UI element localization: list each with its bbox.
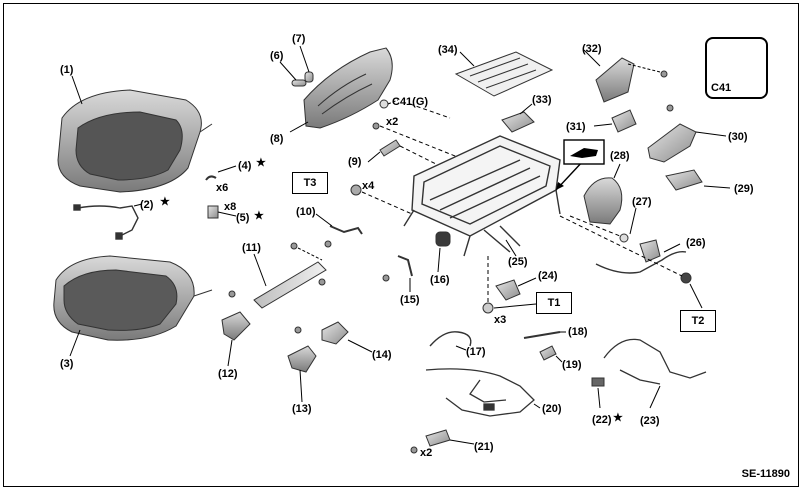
bracket-30-part [647, 123, 697, 163]
callout-10: (10) [296, 206, 316, 218]
knob-14-part [321, 321, 349, 345]
qty-x2-top: x2 [386, 116, 399, 128]
callout-2: (2) [140, 199, 154, 211]
harness-2-part [73, 204, 139, 240]
cover-12-part [221, 311, 251, 341]
torque-tag-t1: T1 [536, 292, 572, 314]
c41-inset-label: C41 [711, 82, 732, 94]
trim-29-part [665, 169, 703, 191]
callout-1: (1) [60, 64, 74, 76]
cover-31-part [611, 109, 637, 133]
callout-17: (17) [466, 346, 486, 358]
qty-x6: x6 [216, 182, 229, 194]
callout-3: (3) [60, 358, 74, 370]
block-22-part [591, 377, 605, 387]
qty-x8: x8 [224, 201, 237, 213]
tool-icon [570, 148, 598, 158]
callout-31: (31) [566, 121, 586, 133]
panel-32-part [595, 57, 635, 103]
harness-20-part [425, 368, 535, 417]
callout-21: (21) [474, 441, 494, 453]
callout-13: (13) [292, 403, 312, 415]
harness-17-part [429, 331, 472, 347]
callout-24: (24) [538, 270, 558, 282]
clip-c41g-part [379, 99, 389, 109]
callout-30: (30) [728, 131, 748, 143]
knob-6-part [291, 79, 307, 87]
harness-23-part [603, 338, 707, 385]
motor-24-part [495, 279, 521, 301]
callout-22: (22) [592, 414, 612, 426]
callout-32: (32) [582, 43, 602, 55]
callout-18: (18) [568, 326, 588, 338]
callout-33: (33) [532, 94, 552, 106]
callout-34: (34) [438, 44, 458, 56]
callout-20: (20) [542, 403, 562, 415]
buckle-26-part [595, 250, 687, 274]
callout-23: (23) [640, 415, 660, 427]
star-mark: ★ [160, 196, 170, 208]
bolt-t3-part [350, 184, 362, 196]
torque-tag-t2: T2 [680, 310, 716, 332]
torque-tag-t3: T3 [292, 172, 328, 194]
callout-25: (25) [508, 256, 528, 268]
rod-15-part [397, 255, 413, 277]
callout-14: (14) [372, 349, 392, 361]
callout-27: (27) [632, 196, 652, 208]
star-mark: ★ [613, 412, 623, 424]
diagram-frame [3, 3, 799, 487]
clip-4-part [205, 175, 217, 181]
callout-15: (15) [400, 294, 420, 306]
qty-x4: x4 [362, 180, 375, 192]
c41-clip-inset: C41 [705, 37, 768, 99]
callout-9: (9) [348, 156, 362, 168]
actuator-16-part [435, 231, 451, 247]
callout-6: (6) [270, 50, 284, 62]
clip-5-part [207, 205, 219, 219]
qty-x3: x3 [494, 314, 507, 326]
nut-t2-part [680, 272, 692, 284]
callout-29: (29) [734, 183, 754, 195]
callout-5: (5) [236, 212, 250, 224]
clip-27-part [619, 233, 629, 243]
nut-t1-part [482, 302, 494, 314]
callout-16: (16) [430, 274, 450, 286]
callout-19: (19) [562, 359, 582, 371]
diagram-code: SE-11890 [741, 468, 790, 480]
cover-13-part [287, 345, 317, 373]
qty-x2-bottom: x2 [420, 447, 433, 459]
seat-pad-part [53, 255, 213, 341]
callout-28: (28) [610, 150, 630, 162]
bracket-9-part [379, 139, 401, 157]
callout-11: (11) [242, 242, 261, 254]
callout-8: (8) [270, 133, 284, 145]
frame-34-part [454, 51, 554, 97]
clip-c41g-label: C41(G) [392, 96, 429, 108]
sensor-19-part [539, 345, 557, 361]
callout-7: (7) [292, 33, 306, 45]
callout-26: (26) [686, 237, 706, 249]
seat-frame-part [403, 135, 561, 257]
star-mark: ★ [256, 157, 266, 169]
sensor-18-part [523, 331, 561, 339]
bracket-33-part [501, 111, 535, 133]
lever-10-part [329, 225, 363, 235]
star-mark: ★ [254, 210, 264, 222]
callout-12: (12) [218, 368, 238, 380]
callout-4: (4) [238, 160, 252, 172]
seat-cover-part [57, 89, 213, 193]
side-shield-part [303, 47, 393, 129]
trim-28-part [583, 177, 623, 225]
rail-cover-11-part [253, 261, 327, 309]
knob-7-part [304, 71, 314, 83]
connector-21-part [425, 429, 451, 447]
